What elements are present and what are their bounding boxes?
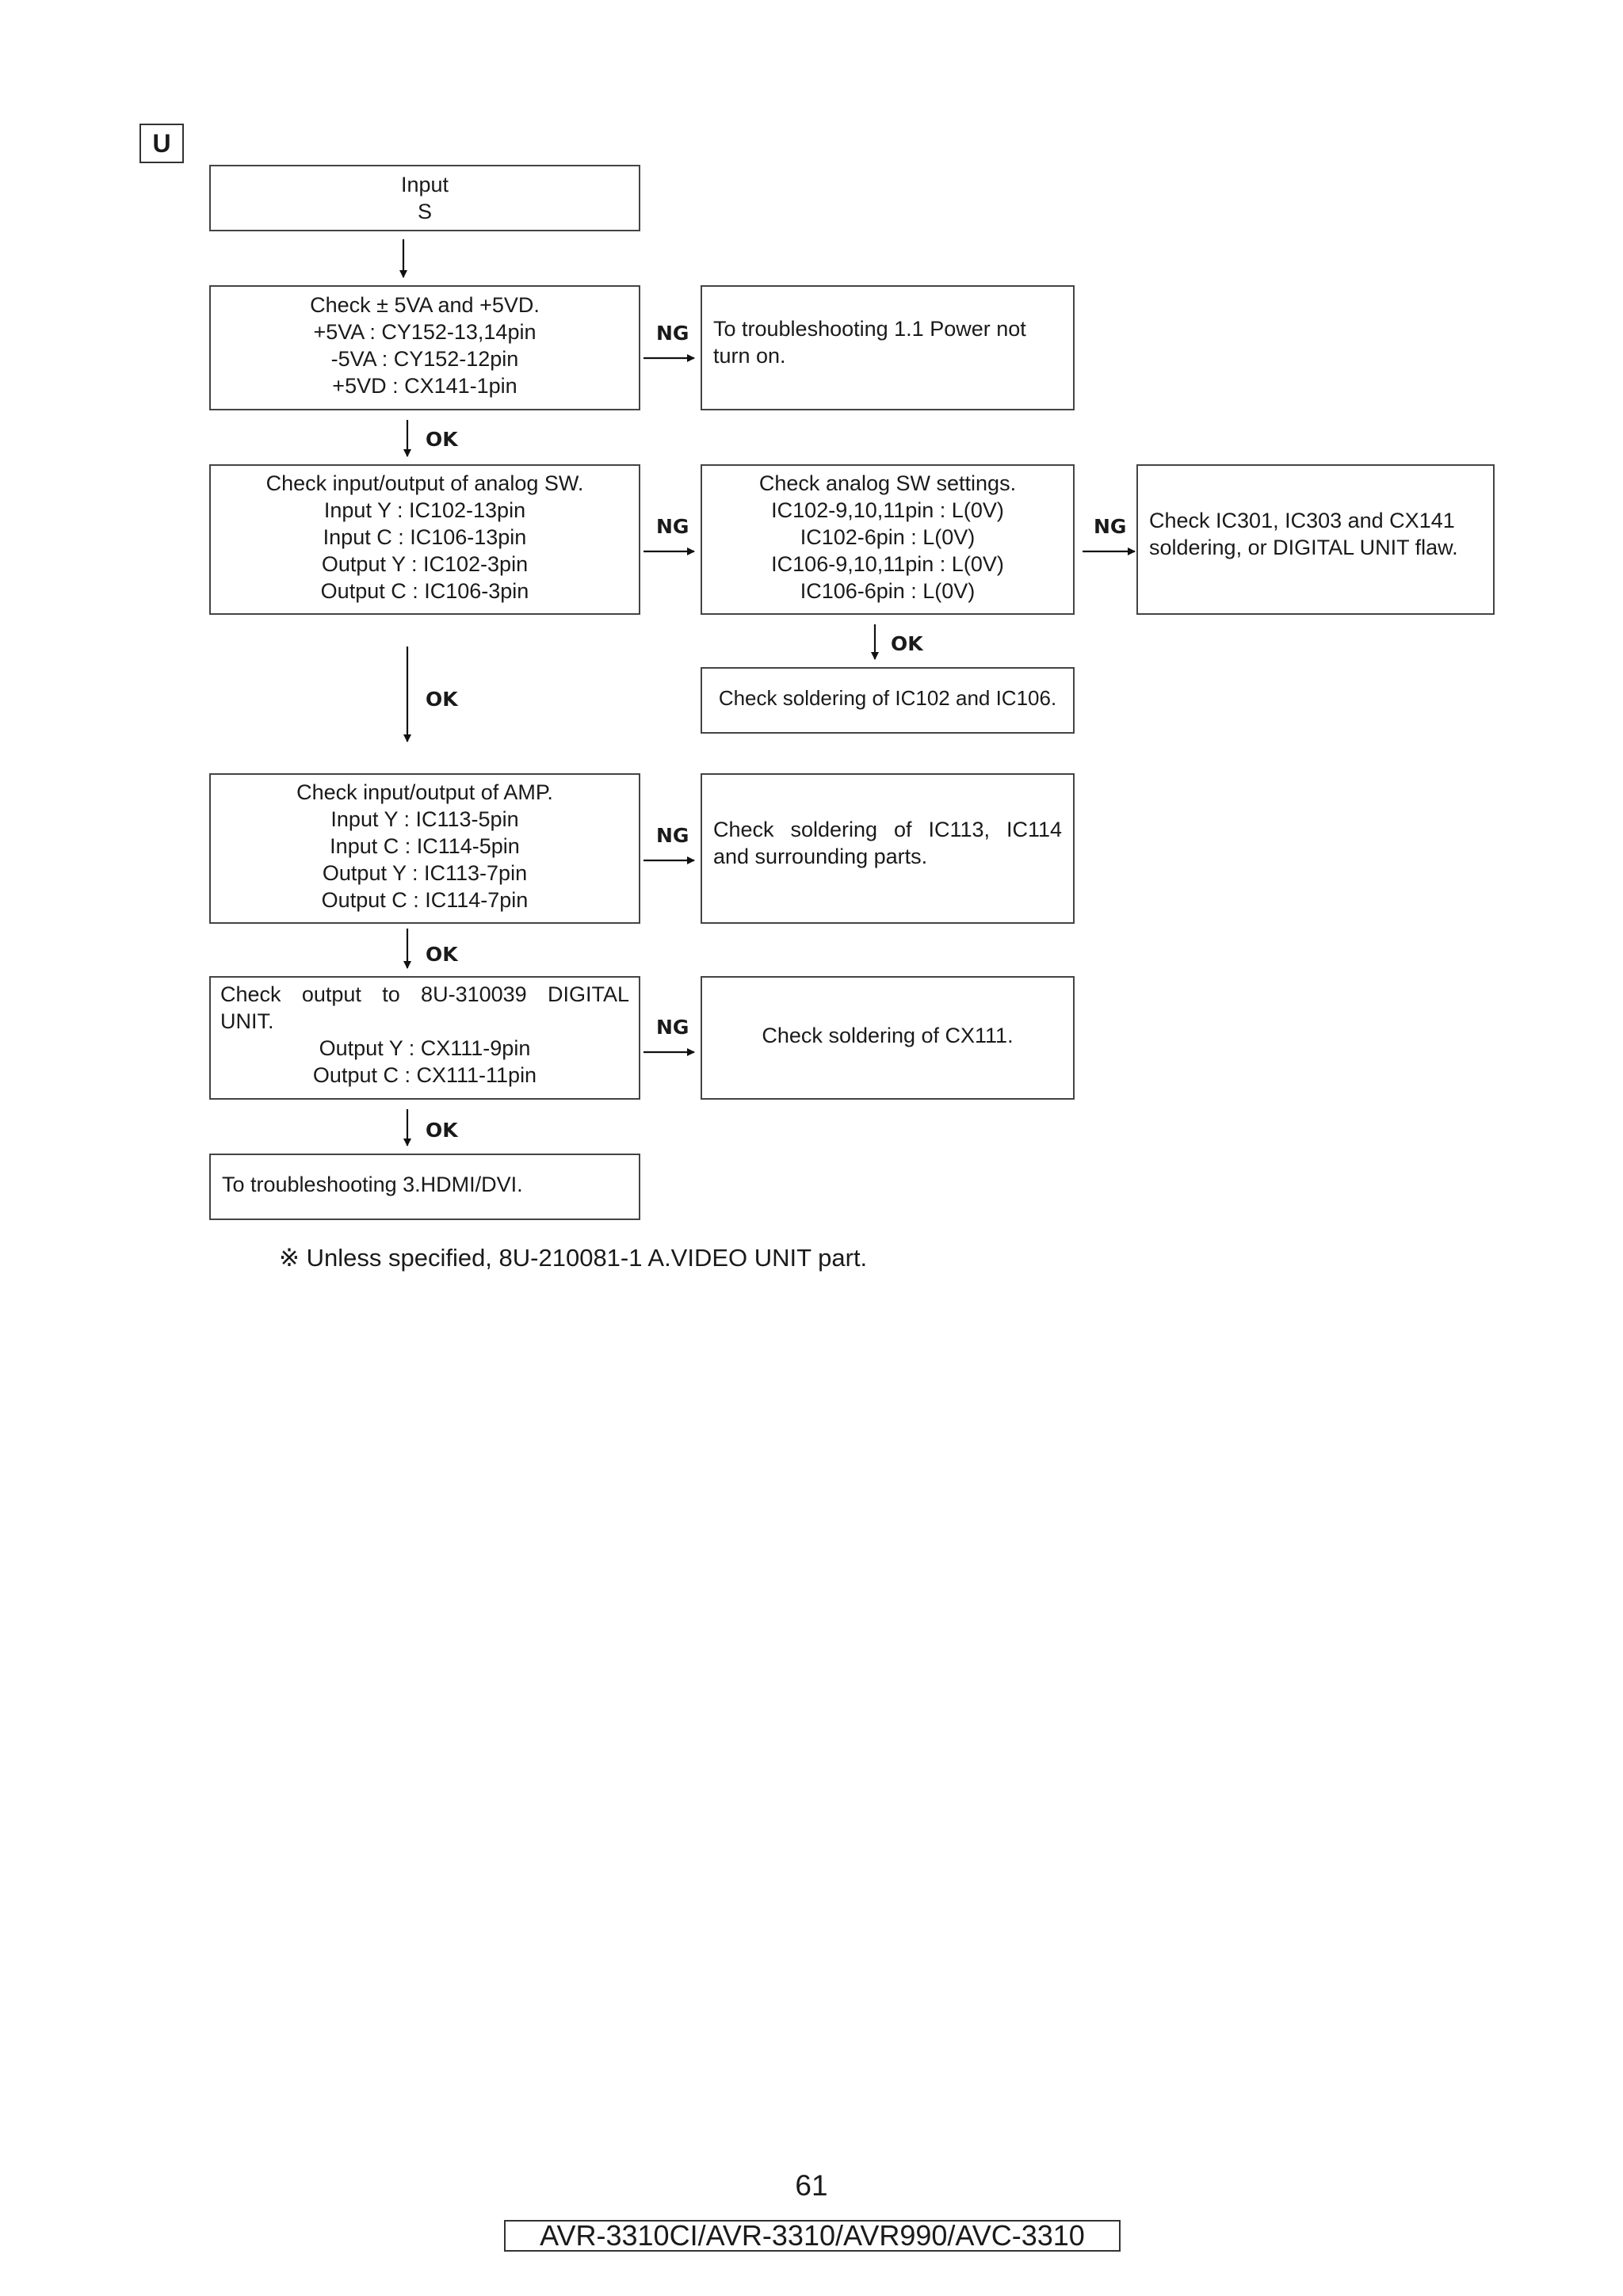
box-line: UNIT.	[220, 1009, 274, 1033]
box-line: Output Y : CX111-9pin	[319, 1036, 531, 1060]
box-line: Check analog SW settings.	[758, 471, 1017, 495]
input-s-box: Input S	[209, 165, 640, 231]
box-line: S	[417, 200, 432, 223]
box-line: Check input/output of AMP.	[296, 780, 553, 804]
ok-label-power: OK	[426, 428, 458, 451]
box-line: Input	[400, 173, 449, 196]
box-line: IC106-6pin : L(0V)	[800, 579, 976, 603]
box-line: and surrounding parts.	[713, 845, 928, 868]
ng-label-analog: NG	[656, 515, 689, 538]
ic301-box: Check IC301, IC303 and CX141 soldering, …	[1136, 464, 1495, 615]
analog-sw-box: Check input/output of analog SW. Input Y…	[209, 464, 640, 615]
amp-box: Check input/output of AMP. Input Y : IC1…	[209, 773, 640, 924]
box-line: Check ± 5VA and +5VD.	[310, 293, 540, 317]
ng-label-amp: NG	[656, 824, 689, 847]
ng-label-power: NG	[656, 322, 689, 345]
box-line: IC102-6pin : L(0V)	[800, 525, 976, 549]
box-line: -5VA : CY152-12pin	[330, 347, 519, 371]
ng-label-settings: NG	[1094, 515, 1127, 538]
box-line: +5VD : CX141-1pin	[332, 374, 517, 398]
ok-label-amp: OK	[426, 943, 458, 966]
footnote: ※ Unless specified, 8U-210081-1 A.VIDEO …	[279, 1244, 868, 1272]
solder-ic102-box: Check soldering of IC102 and IC106.	[701, 667, 1075, 734]
box-line: Check IC301, IC303 and CX141	[1149, 509, 1455, 532]
box-line: IC102-9,10,11pin : L(0V)	[771, 498, 1004, 522]
model-number: AVR-3310CI/AVR-3310/AVR990/AVC-3310	[504, 2220, 1121, 2252]
box-line: Output C : IC106-3pin	[320, 579, 529, 603]
hdmi-box: To troubleshooting 3.HDMI/DVI.	[209, 1154, 640, 1220]
box-line: turn on.	[713, 344, 786, 368]
power-ng-box: To troubleshooting 1.1 Power not turn on…	[701, 285, 1075, 410]
box-line: Output C : CX111-11pin	[312, 1063, 537, 1087]
digital-output-box: Check output to 8U-310039 DIGITAL UNIT. …	[209, 976, 640, 1100]
check-power-box: Check ± 5VA and +5VD. +5VA : CY152-13,14…	[209, 285, 640, 410]
box-line: Output Y : IC113-7pin	[322, 861, 528, 885]
box-line: Output C : IC114-7pin	[321, 888, 529, 912]
box-line: Input Y : IC102-13pin	[323, 498, 526, 522]
page-number: 61	[795, 2169, 828, 2202]
box-line: Input C : IC114-5pin	[330, 834, 520, 858]
sw-settings-box: Check analog SW settings. IC102-9,10,11p…	[701, 464, 1075, 615]
box-line: soldering, or DIGITAL UNIT flaw.	[1149, 536, 1458, 559]
box-line: IC106-9,10,11pin : L(0V)	[771, 552, 1004, 576]
solder-cx111-box: Check soldering of CX111.	[701, 976, 1075, 1100]
box-line: Check soldering of CX111.	[762, 1024, 1014, 1047]
box-line: Input Y : IC113-5pin	[330, 807, 519, 831]
box-line: +5VA : CY152-13,14pin	[313, 320, 537, 344]
box-line: Check output to 8U-310039 DIGITAL	[220, 982, 629, 1006]
section-badge: U	[139, 124, 184, 163]
box-line: To troubleshooting 3.HDMI/DVI.	[222, 1173, 523, 1196]
solder-ic113-box: Check soldering of IC113, IC114 and surr…	[701, 773, 1075, 924]
ok-label-digital: OK	[426, 1119, 458, 1142]
ok-label-settings: OK	[891, 632, 923, 655]
ng-label-digital: NG	[656, 1016, 689, 1039]
box-line: Input C : IC106-13pin	[323, 525, 527, 549]
box-line: Check soldering of IC102 and IC106.	[718, 686, 1057, 710]
box-line: Check input/output of analog SW.	[265, 471, 584, 495]
box-line: To troubleshooting 1.1 Power not	[713, 317, 1026, 341]
box-line: Check soldering of IC113, IC114	[713, 818, 1062, 841]
ok-label-analog: OK	[426, 688, 458, 711]
box-line: Output Y : IC102-3pin	[321, 552, 529, 576]
